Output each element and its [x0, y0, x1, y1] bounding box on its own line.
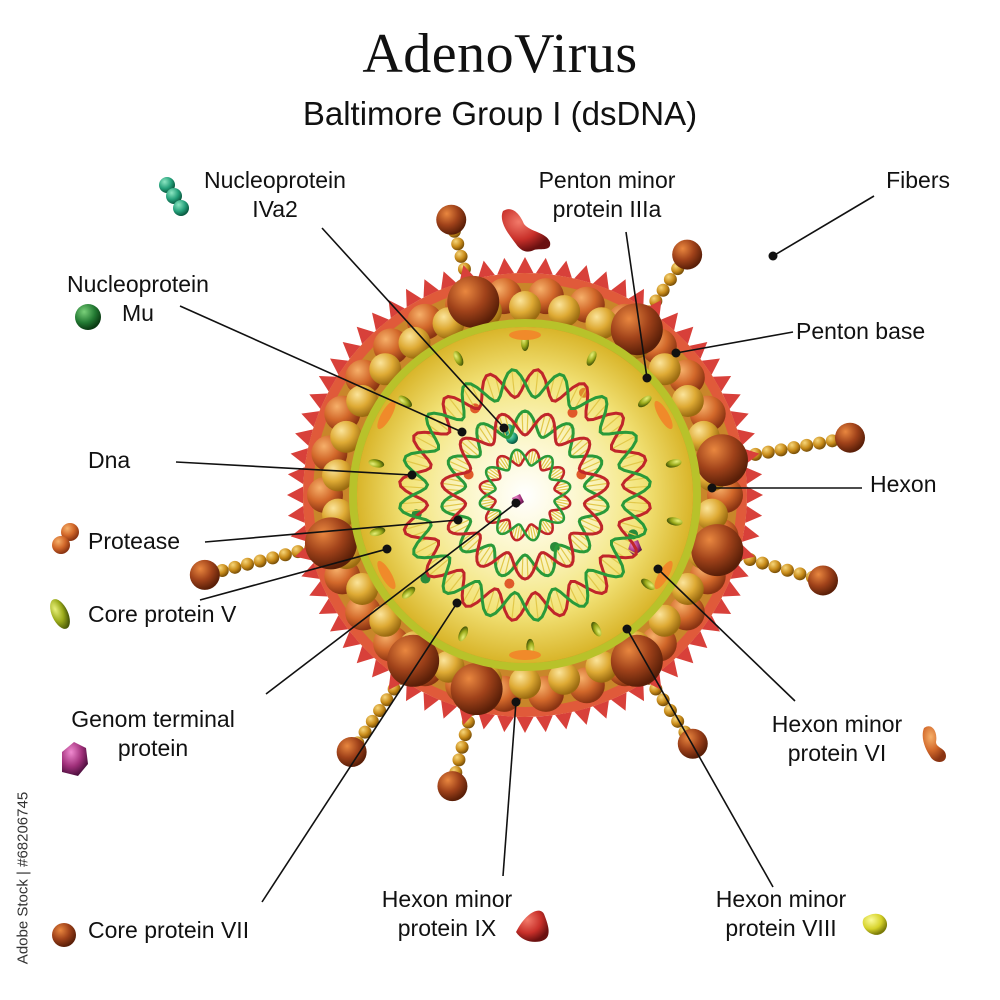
leader-dot [654, 565, 663, 574]
hexon-sphere [509, 667, 541, 699]
fiber-bead [455, 250, 468, 263]
capsid-spike [478, 261, 495, 278]
fiber-bead [254, 555, 267, 568]
dna-rung [522, 556, 523, 578]
stock-watermark: Adobe Stock | #68206745 [12, 770, 34, 985]
capsid-spike [497, 715, 514, 732]
leader-dot [453, 599, 462, 608]
dna-rung [522, 412, 523, 434]
diagram-subtitle: Baltimore Group I (dsDNA) [0, 95, 1000, 133]
fiber-bead [228, 561, 241, 574]
hexon-minor-protein-vi [509, 650, 541, 660]
capsid-spike [536, 715, 553, 732]
capsid-spike [291, 448, 308, 465]
leader-line [676, 332, 793, 353]
capsid-spike [516, 257, 533, 273]
fiber-bead [452, 753, 465, 766]
capsid-spike [742, 525, 759, 542]
fiber-knob [436, 205, 466, 235]
leader-dot [408, 471, 417, 480]
leader-dot [643, 374, 652, 383]
capsid-spike [536, 258, 553, 275]
fiber-bead [459, 728, 472, 741]
core-protein-dot [504, 579, 514, 589]
label-core-protein-vii: Core protein VII [88, 916, 249, 945]
fiber-bead [279, 548, 292, 561]
leader-dot [512, 698, 521, 707]
leader-dot [383, 545, 392, 554]
fiber-bead [451, 237, 464, 250]
leader-dot [500, 424, 509, 433]
leader-dot [623, 625, 632, 634]
fiber-bead [768, 560, 781, 573]
label-fibers: Fibers [820, 166, 950, 195]
fiber-bead [657, 284, 670, 297]
protease-icon [52, 523, 79, 554]
fiber-bead [800, 439, 813, 452]
hexon-sphere [509, 291, 541, 323]
leader-dot [512, 499, 521, 508]
diagram-title: AdenoVirus [0, 22, 1000, 86]
fiber-bead [266, 551, 279, 564]
fiber-bead [781, 564, 794, 577]
capsid-spike [747, 486, 763, 503]
fiber-bead [762, 446, 775, 459]
leader-dot [769, 252, 778, 261]
penton-base-sphere [691, 524, 743, 576]
label-genom-terminal-protein: Genom terminalprotein [38, 705, 268, 763]
hexon-minor-protein-vi [509, 330, 541, 340]
capsid-spike [555, 261, 572, 278]
label-hexon: Hexon [870, 470, 936, 499]
fiber-bead [241, 558, 254, 571]
label-nucleoprotein-iva2: NucleoproteinIVa2 [180, 166, 370, 224]
dna-rung [527, 556, 528, 578]
fiber-knob [672, 240, 702, 270]
capsid-spike [745, 467, 762, 484]
penton-base-sphere [305, 517, 357, 569]
fiber-knob [835, 423, 865, 453]
fiber-knob [190, 560, 220, 590]
label-penton-minor-iiia: Penton minorprotein IIIa [512, 166, 702, 224]
penton-base-sphere [696, 434, 748, 486]
label-penton-base: Penton base [796, 317, 925, 346]
dna-rung [527, 412, 528, 434]
leader-line [773, 196, 874, 256]
capsid-spike [287, 486, 303, 503]
fiber-bead [787, 441, 800, 454]
leader-line [262, 603, 457, 902]
fiber-knob [437, 771, 467, 801]
core-protein-vii-icon [52, 923, 76, 947]
leader-dot [708, 484, 717, 493]
leader-dot [458, 428, 467, 437]
penton-base-sphere [451, 663, 503, 715]
leader-dot [454, 516, 463, 525]
leader-dot [672, 349, 681, 358]
fiber-bead [813, 437, 826, 450]
fiber-knob [337, 737, 367, 767]
core-protein-v-icon [46, 596, 74, 632]
fiber-bead [664, 273, 677, 286]
capsid-spike [555, 712, 572, 729]
capsid-spike [288, 506, 305, 523]
penton-base-sphere [447, 276, 499, 328]
label-core-protein-v: Core protein V [88, 600, 236, 629]
fiber-bead [793, 567, 806, 580]
capsid-spike [516, 717, 533, 733]
fiber-bead [456, 741, 469, 754]
label-nucleoprotein-mu: NucleoproteinMu [38, 270, 238, 328]
capsid-spike [497, 258, 514, 275]
label-protease: Protease [88, 527, 180, 556]
label-dna: Dna [88, 446, 130, 475]
fiber-bead [775, 443, 788, 456]
capsid-spike [745, 506, 762, 523]
fiber-bead [756, 557, 769, 570]
fiber-knob [808, 565, 838, 595]
